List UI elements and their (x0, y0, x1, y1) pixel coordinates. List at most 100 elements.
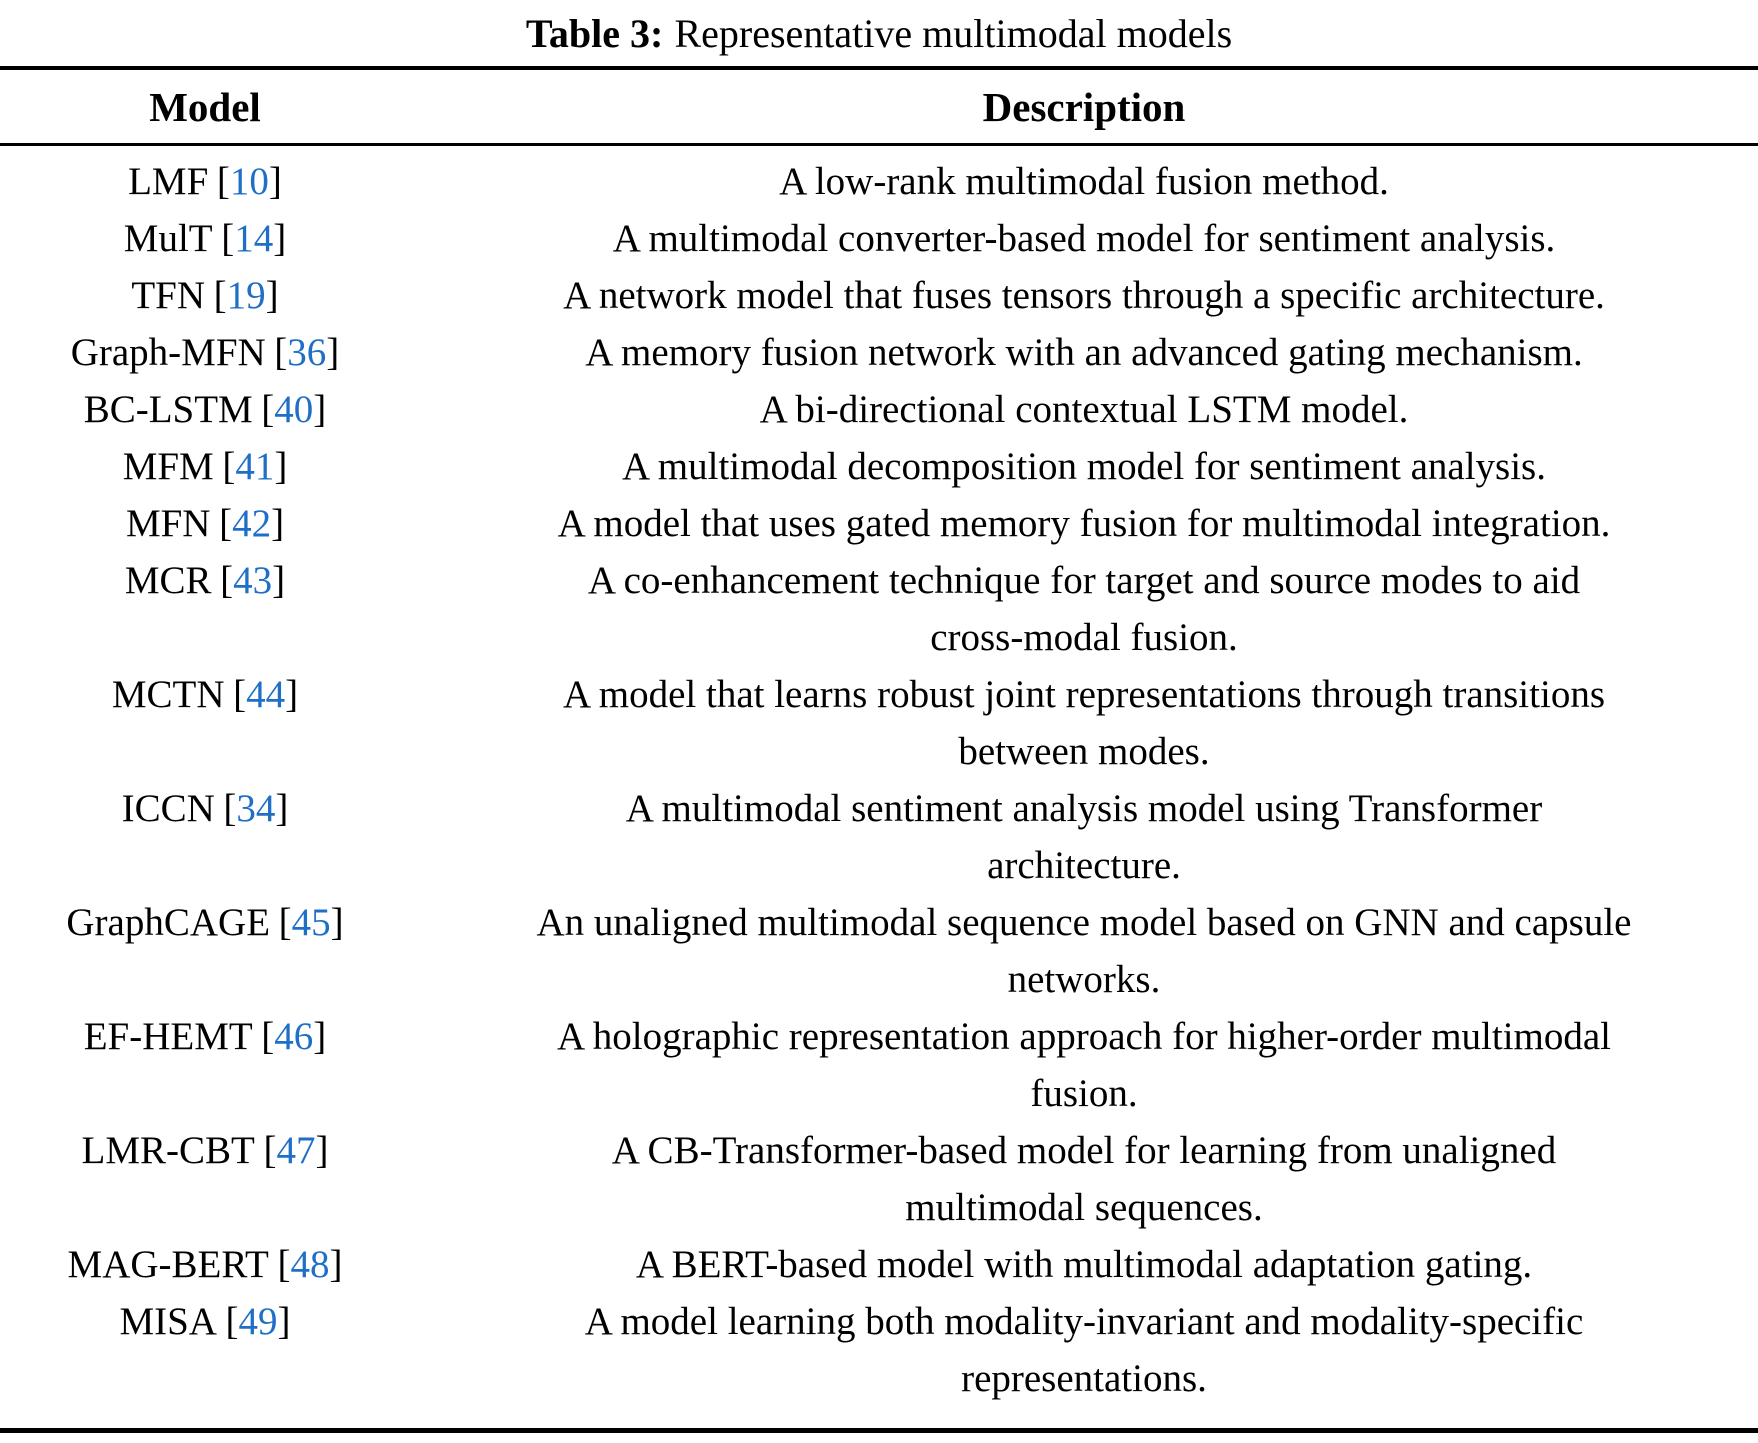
citation: [46] (261, 1015, 326, 1058)
table-row: Graph-MFN[36] A memory fusion network wi… (0, 324, 1758, 381)
citation-number-link[interactable]: 41 (235, 445, 275, 488)
table-row: MISA[49] A model learning both modality-… (0, 1293, 1758, 1407)
citation-number-link[interactable]: 49 (238, 1300, 278, 1343)
citation-close-bracket: ] (271, 502, 285, 545)
citation-number-link[interactable]: 40 (274, 388, 314, 431)
description-cell: A co-enhancement technique for target an… (587, 559, 1581, 659)
citation-number-link[interactable]: 14 (234, 217, 274, 260)
model-cell: MFN[42] (0, 495, 410, 552)
citation-close-bracket: ] (313, 1015, 327, 1058)
table-row: EF-HEMT[46] A holographic representation… (0, 1008, 1758, 1122)
citation-number-link[interactable]: 42 (232, 502, 272, 545)
description-cell: A memory fusion network with an advanced… (585, 331, 1583, 374)
citation-number-link[interactable]: 36 (287, 331, 327, 374)
citation-number-link[interactable]: 19 (226, 274, 266, 317)
citation: [44] (233, 673, 298, 716)
citation-close-bracket: ] (315, 1129, 329, 1172)
citation-close-bracket: ] (285, 673, 299, 716)
model-name: MCR (124, 559, 212, 602)
table-row: GraphCAGE[45] An unaligned multimodal se… (0, 894, 1758, 1008)
citation-close-bracket: ] (329, 1243, 343, 1286)
table-caption-label: Table 3: (525, 10, 664, 56)
model-cell: MCR[43] (0, 552, 410, 609)
citation-close-bracket: ] (273, 217, 287, 260)
citation: [42] (219, 502, 284, 545)
table-row: BC-LSTM[40] A bi-directional contextual … (0, 381, 1758, 438)
table-row: MFN[42] A model that uses gated memory f… (0, 495, 1758, 552)
citation: [48] (277, 1243, 342, 1286)
description-cell: A holographic representation approach fo… (556, 1015, 1612, 1115)
description-cell: A model that uses gated memory fusion fo… (557, 502, 1611, 545)
model-name: GraphCAGE (66, 901, 271, 944)
column-header-description: Description (982, 83, 1186, 130)
model-cell: MulT[14] (0, 210, 410, 267)
model-name: TFN (131, 274, 206, 317)
citation-number-link[interactable]: 46 (274, 1015, 314, 1058)
model-cell: MFM[41] (0, 438, 410, 495)
table-caption-text: Representative multimodal models (674, 10, 1233, 56)
description-cell: A network model that fuses tensors throu… (563, 274, 1605, 317)
citation: [19] (214, 274, 279, 317)
citation-open-bracket: [ (261, 388, 275, 431)
description-cell: A multimodal sentiment analysis model us… (625, 787, 1543, 887)
model-name: MFM (122, 445, 214, 488)
citation: [49] (226, 1300, 291, 1343)
citation: [36] (274, 331, 339, 374)
citation-number-link[interactable]: 34 (236, 787, 276, 830)
citation-number-link[interactable]: 45 (291, 901, 331, 944)
citation-open-bracket: [ (222, 445, 236, 488)
description-cell: A BERT-based model with multimodal adapt… (635, 1243, 1533, 1286)
description-cell: A multimodal decomposition model for sen… (622, 445, 1546, 488)
citation-open-bracket: [ (225, 1300, 239, 1343)
citation-open-bracket: [ (261, 1015, 275, 1058)
table-row: MCTN[44] A model that learns robust join… (0, 666, 1758, 780)
column-header-model: Model (149, 83, 261, 130)
model-name: EF-HEMT (83, 1015, 253, 1058)
citation: [14] (221, 217, 286, 260)
citation-open-bracket: [ (216, 160, 230, 203)
citation-close-bracket: ] (326, 331, 340, 374)
citation-open-bracket: [ (221, 217, 235, 260)
citation: [41] (222, 445, 287, 488)
table-body: LMF[10] A low-rank multimodal fusion met… (0, 146, 1758, 1428)
description-cell: A multimodal converter-based model for s… (612, 217, 1556, 260)
model-cell: ICCN[34] (0, 780, 410, 837)
citation-close-bracket: ] (277, 1300, 291, 1343)
citation-number-link[interactable]: 10 (229, 160, 269, 203)
citation: [10] (217, 160, 282, 203)
model-name: LMR-CBT (81, 1129, 255, 1172)
description-cell: A model that learns robust joint represe… (563, 673, 1605, 773)
citation: [34] (223, 787, 288, 830)
model-name: ICCN (121, 787, 215, 830)
model-name: MulT (123, 217, 213, 260)
citation: [40] (261, 388, 326, 431)
citation: [47] (263, 1129, 328, 1172)
table-row: LMF[10] A low-rank multimodal fusion met… (0, 153, 1758, 210)
description-cell: An unaligned multimodal sequence model b… (536, 901, 1632, 1001)
table-row: LMR-CBT[47] A CB-Transformer-based model… (0, 1122, 1758, 1236)
table-row: MCR[43] A co-enhancement technique for t… (0, 552, 1758, 666)
table-row: MFM[41] A multimodal decomposition model… (0, 438, 1758, 495)
citation-close-bracket: ] (330, 901, 344, 944)
citation-number-link[interactable]: 44 (246, 673, 286, 716)
citation-number-link[interactable]: 48 (290, 1243, 330, 1286)
citation-open-bracket: [ (278, 901, 292, 944)
model-cell: MCTN[44] (0, 666, 410, 723)
model-cell: MISA[49] (0, 1293, 410, 1350)
model-cell: MAG-BERT[48] (0, 1236, 410, 1293)
citation-open-bracket: [ (233, 673, 247, 716)
model-name: MFN (125, 502, 211, 545)
table-caption: Table 3: Representative multimodal model… (0, 0, 1758, 66)
description-cell: A model learning both modality-invariant… (584, 1300, 1584, 1400)
table-row: ICCN[34] A multimodal sentiment analysis… (0, 780, 1758, 894)
citation-number-link[interactable]: 47 (276, 1129, 316, 1172)
model-name: MCTN (111, 673, 225, 716)
description-cell: A low-rank multimodal fusion method. (779, 160, 1389, 203)
citation-close-bracket: ] (272, 559, 286, 602)
citation-close-bracket: ] (313, 388, 327, 431)
citation-close-bracket: ] (275, 787, 289, 830)
citation-number-link[interactable]: 43 (233, 559, 273, 602)
table-row: MulT[14] A multimodal converter-based mo… (0, 210, 1758, 267)
description-cell: A CB-Transformer-based model for learnin… (611, 1129, 1557, 1229)
model-cell: Graph-MFN[36] (0, 324, 410, 381)
